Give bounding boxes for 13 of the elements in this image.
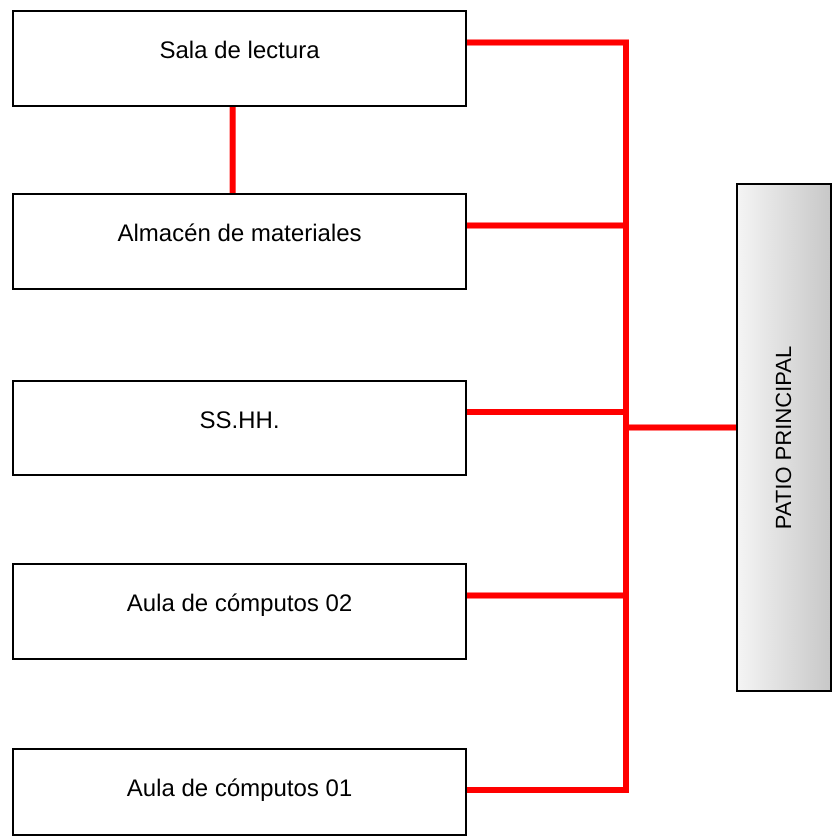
room-box [12,380,467,476]
room-label: Aula de cómputos 01 [126,774,352,804]
connector-line [230,107,236,193]
room-box [12,748,467,836]
room-label: Almacén de materiales [117,219,362,249]
room-box [12,563,467,660]
room-label: PATIO PRINCIPAL [770,346,798,530]
area-box [736,183,832,692]
room-box [12,10,467,107]
room-box [12,193,467,290]
room-label: SS.HH. [199,406,280,436]
room-label: Sala de lectura [159,36,320,66]
room-label: Aula de cómputos 02 [126,589,352,619]
